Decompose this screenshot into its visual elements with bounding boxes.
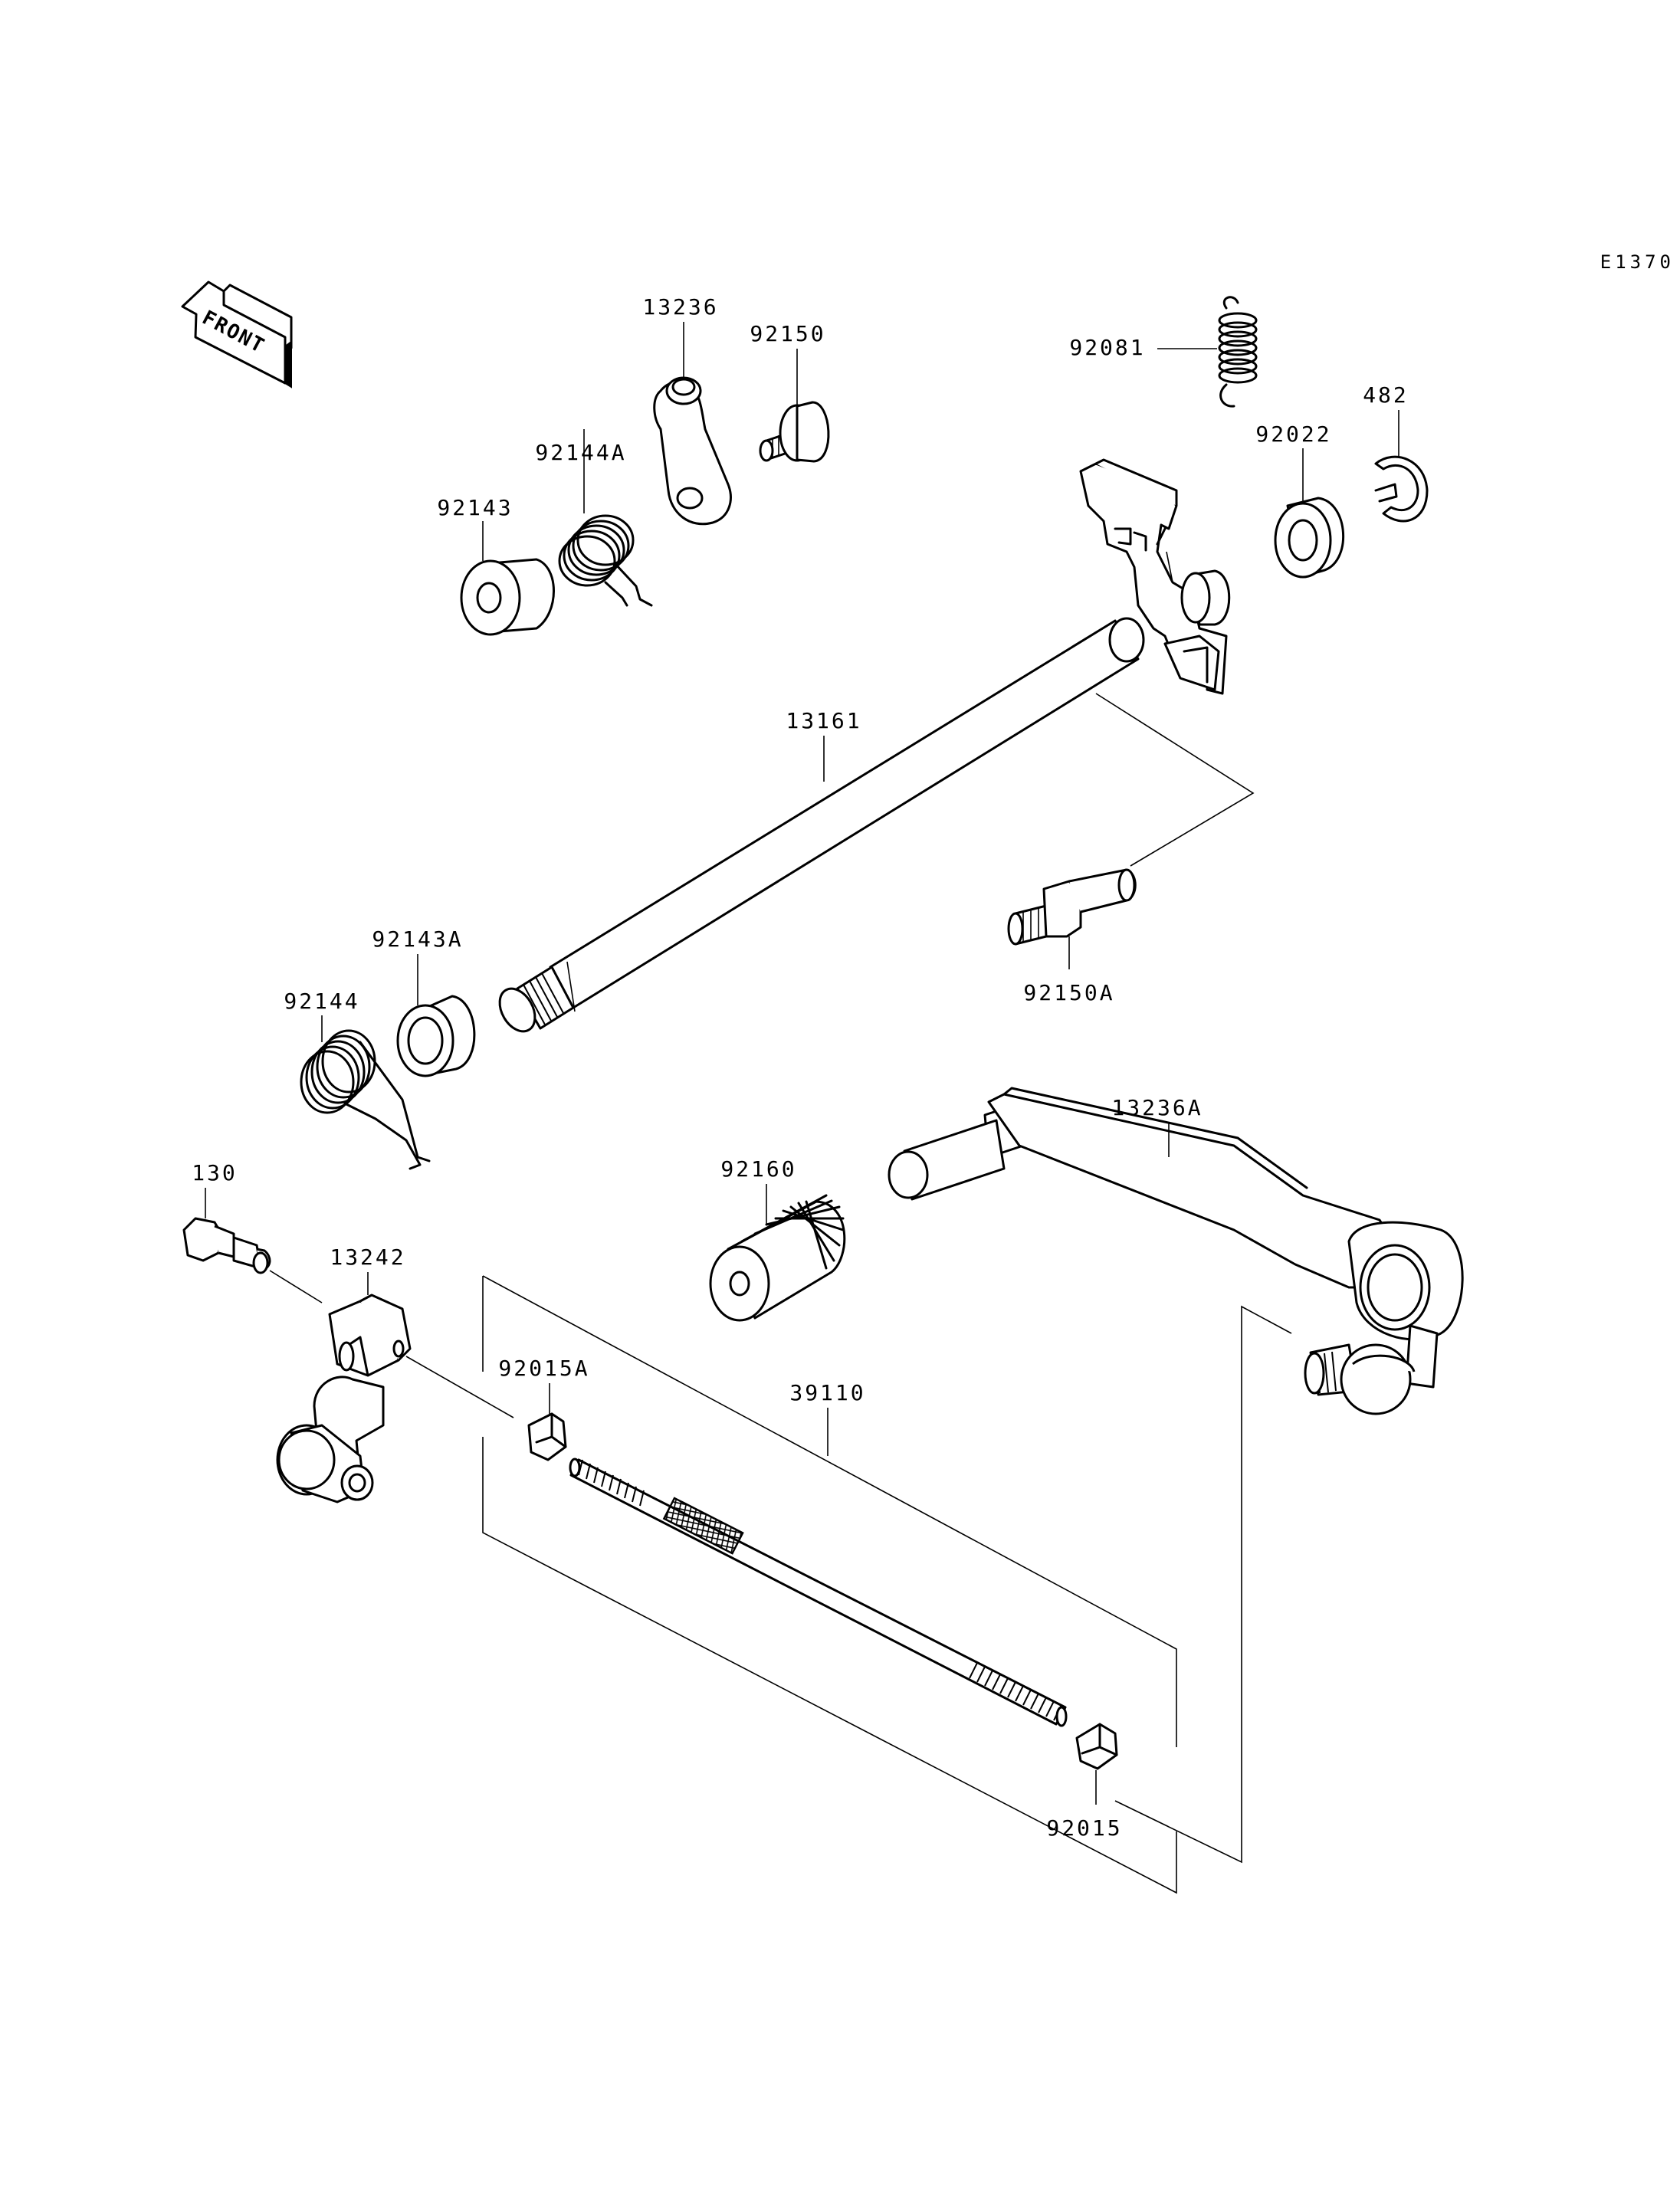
part-130	[182, 1188, 323, 1303]
label-13236: 13236	[642, 294, 718, 320]
part-92143	[460, 521, 555, 636]
part-92015	[1075, 1723, 1118, 1805]
front-arrow-icon: FRONT	[181, 280, 293, 389]
label-39110: 39110	[789, 1380, 865, 1405]
label-92143a: 92143A	[372, 926, 463, 952]
label-482: 482	[1363, 382, 1409, 408]
label-92081: 92081	[1069, 335, 1145, 360]
part-482	[1374, 410, 1429, 523]
part-92081	[1157, 296, 1258, 408]
part-92015a	[527, 1383, 567, 1461]
label-92144: 92144	[284, 989, 359, 1014]
part-92160	[709, 1184, 846, 1322]
label-92015: 92015	[1046, 1815, 1122, 1841]
part-92150	[759, 349, 830, 463]
label-92022: 92022	[1255, 421, 1331, 447]
label-92150: 92150	[750, 321, 825, 346]
part-92144a	[558, 429, 653, 607]
label-92160: 92160	[720, 1156, 796, 1182]
diagram-code: E1370	[1600, 251, 1675, 273]
label-13236a: 13236A	[1111, 1095, 1203, 1120]
part-92144	[300, 1015, 431, 1170]
label-92150a: 92150A	[1023, 980, 1114, 1005]
part-92150a	[1007, 868, 1137, 969]
label-13242: 13242	[330, 1244, 405, 1270]
part-92022	[1274, 448, 1345, 579]
label-92015a: 92015A	[498, 1356, 589, 1381]
label-92143: 92143	[437, 495, 513, 520]
label-130: 130	[192, 1160, 238, 1185]
label-13161: 13161	[786, 708, 861, 733]
part-13236a	[888, 1087, 1464, 1864]
part-92143a	[396, 954, 476, 1077]
label-92144a: 92144A	[535, 440, 626, 465]
part-13242	[276, 1272, 514, 1503]
part-39110	[482, 1275, 1177, 1894]
part-13161	[498, 458, 1255, 1033]
part-13236	[653, 322, 732, 526]
